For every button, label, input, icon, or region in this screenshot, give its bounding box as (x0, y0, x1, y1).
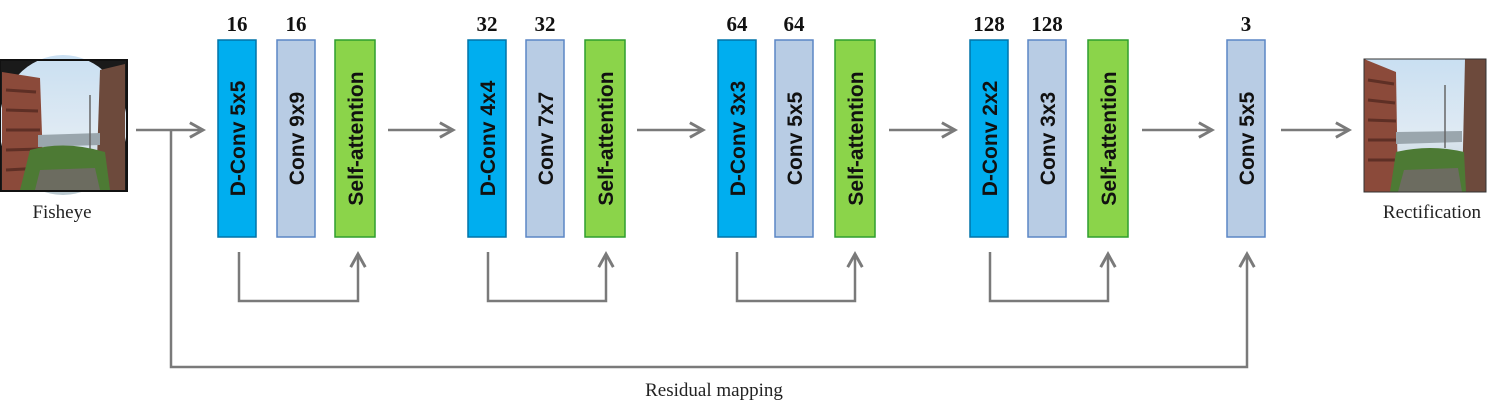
block-label: Self-attention (345, 71, 368, 205)
block-label: Conv 7x7 (535, 92, 558, 185)
rectified-output-image (1363, 58, 1487, 193)
block-conv: Conv 3x3 (1027, 39, 1067, 238)
channel-count: 128 (973, 12, 1005, 36)
channel-count: 128 (1031, 12, 1063, 36)
block-conv: Conv 7x7 (525, 39, 565, 238)
channel-count: 32 (535, 12, 556, 36)
block-label: D-Conv 4x4 (477, 80, 500, 196)
block-self-attention: Self-attention (334, 39, 376, 238)
block-self-attention: Self-attention (834, 39, 876, 238)
block-conv: Conv 9x9 (276, 39, 316, 238)
block-d-conv: D-Conv 2x2 (969, 39, 1009, 238)
channel-count: 16 (227, 12, 248, 36)
output-caption: Rectification (1383, 202, 1482, 223)
block-d-conv: D-Conv 3x3 (717, 39, 757, 238)
skip-connection-stage4 (988, 252, 1108, 303)
block-self-attention: Self-attention (1087, 39, 1129, 238)
fisheye-input-image (0, 55, 128, 195)
block-label: Self-attention (1098, 71, 1121, 205)
channel-count: 64 (784, 12, 806, 36)
block-label: Conv 9x9 (286, 92, 309, 185)
block-label: Conv 3x3 (1037, 92, 1060, 185)
residual-caption: Residual mapping (645, 380, 783, 401)
input-caption: Fisheye (32, 202, 91, 223)
stage-final: Conv 5x5 3 (1226, 12, 1266, 238)
residual-mapping-connection (169, 130, 1247, 369)
block-d-conv: D-Conv 5x5 (217, 39, 257, 238)
stage-1: D-Conv 5x5 16 Conv 9x9 16 Self-attention (217, 12, 376, 238)
block-label: D-Conv 2x2 (979, 81, 1002, 197)
block-label: Self-attention (595, 71, 618, 205)
block-conv: Conv 5x5 (1226, 39, 1266, 238)
stage-2: D-Conv 4x4 32 Conv 7x7 32 Self-attention (467, 12, 626, 238)
channel-count: 3 (1241, 12, 1252, 36)
channel-count: 16 (286, 12, 307, 36)
block-label: Self-attention (845, 71, 868, 205)
stage-4: D-Conv 2x2 128 Conv 3x3 128 Self-attenti… (969, 12, 1129, 238)
skip-connection-stage3 (735, 252, 855, 303)
channel-count: 32 (477, 12, 498, 36)
block-label: Conv 5x5 (1236, 91, 1259, 185)
block-conv: Conv 5x5 (774, 39, 814, 238)
stage-3: D-Conv 3x3 64 Conv 5x5 64 Self-attention (717, 12, 876, 238)
skip-connection-stage1 (237, 252, 358, 303)
block-label: D-Conv 5x5 (227, 80, 250, 196)
block-label: D-Conv 3x3 (727, 81, 750, 197)
skip-connection-stage2 (486, 252, 606, 303)
block-self-attention: Self-attention (584, 39, 626, 238)
channel-count: 64 (727, 12, 749, 36)
block-d-conv: D-Conv 4x4 (467, 39, 507, 238)
block-label: Conv 5x5 (784, 91, 807, 185)
